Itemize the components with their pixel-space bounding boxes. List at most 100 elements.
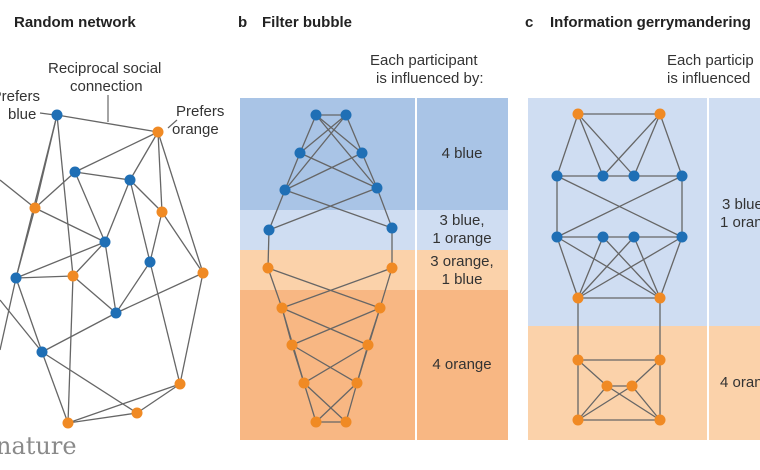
social-connection [345,114,363,154]
social-connection [15,241,106,279]
panel-b-influence-line1: Each participant [370,52,478,69]
social-connection [376,187,393,229]
social-connection [284,189,393,229]
social-connection [291,344,358,384]
random-blue-node [10,272,22,284]
social-connection [556,236,579,299]
gerrymander-orange-node [601,380,613,392]
social-connection [281,267,393,309]
social-connection [157,131,204,274]
social-connection [577,113,635,177]
leader-prefers-orange [167,119,178,129]
filter-bubble-orange-node [310,416,322,428]
filter-bubble-orange-node [262,262,274,274]
random-orange-node [67,270,79,282]
panel-c-letter: c [525,14,534,31]
filter-bubble-orange-node [340,416,352,428]
filter-bubble-blue-node [386,222,398,234]
panel-c-influence-line1: Each particip [667,52,754,69]
gerrymander-orange-node [572,108,584,120]
social-connection [74,171,131,181]
social-connection [129,179,151,263]
social-connection [104,241,117,314]
random-blue-node [36,346,48,358]
social-connection [67,412,138,424]
social-connection [267,267,381,309]
social-connection [303,382,317,423]
social-connection [602,113,661,177]
filter-bubble-orange-node [298,377,310,389]
gerrymander-blue-node [628,170,640,182]
social-connection [315,114,363,154]
social-connection [281,307,369,346]
social-connection [602,236,661,299]
social-connection [129,179,163,213]
gerrymander-blue-node [597,231,609,243]
random-orange-node [29,202,41,214]
band-c-4-orange [528,326,760,440]
social-connection [268,187,378,231]
social-connection [41,351,138,414]
network-edges [0,113,683,424]
social-connection [15,275,74,279]
filter-bubble-blue-node [263,224,275,236]
social-connection [74,131,159,173]
social-connection [556,236,661,299]
gerrymander-orange-node [626,380,638,392]
random-blue-node [144,256,156,268]
filter-bubble-blue-node [340,109,352,121]
social-connection [291,307,381,346]
random-blue-node [124,174,136,186]
social-connection [633,113,661,177]
social-connection [577,113,604,177]
social-connection [577,236,604,299]
social-connection [303,344,369,384]
gerrymander-orange-node [654,354,666,366]
filter-bubble-blue-node [371,182,383,194]
gerrymander-blue-node [676,231,688,243]
filter-bubble-orange-node [351,377,363,389]
filter-bubble-orange-node [362,339,374,351]
social-connection [136,383,181,414]
label-reciprocal-line1: Reciprocal social [48,60,162,77]
band-3-blue-1-orange [240,210,508,250]
panel-c-row-2: 4 oran [720,374,760,391]
social-connection [34,171,76,209]
social-connection [67,275,74,424]
filter-bubble-orange-node [386,262,398,274]
panel-b-row-4-orange: 4 orange [432,356,492,373]
filter-bubble-orange-node [286,339,298,351]
label-prefers-orange-line2: orange [172,121,219,138]
filter-bubble-blue-node [310,109,322,121]
social-connection [659,236,683,299]
panel-b-influence-line2: is influenced by: [376,70,484,87]
gerrymander-orange-node [654,292,666,304]
label-prefers-blue-line1: Prefers [0,88,40,105]
social-connection [104,179,131,243]
social-connection [157,131,163,213]
social-connection [15,207,36,279]
gerrymander-blue-node [628,231,640,243]
random-orange-node [174,378,186,390]
social-connection [56,114,159,133]
social-connection [41,312,117,353]
panel-b-title: Filter bubble [262,14,352,31]
random-orange-node [152,126,164,138]
social-connection [0,277,17,351]
social-connection [361,152,378,189]
social-connection [315,382,358,423]
filter-bubble-orange-node [276,302,288,314]
social-connection [284,152,363,191]
filter-bubble-blue-node [294,147,306,159]
social-connection [577,236,635,299]
social-connection [0,299,43,353]
network-nodes [10,108,688,429]
social-connection [115,272,204,314]
random-orange-node [156,206,168,218]
panel-b-row-2-line2: 1 orange [432,230,492,247]
random-blue-node [51,109,63,121]
social-connection [659,113,683,177]
social-connection [345,382,358,423]
label-reciprocal-line2: connection [70,78,143,95]
